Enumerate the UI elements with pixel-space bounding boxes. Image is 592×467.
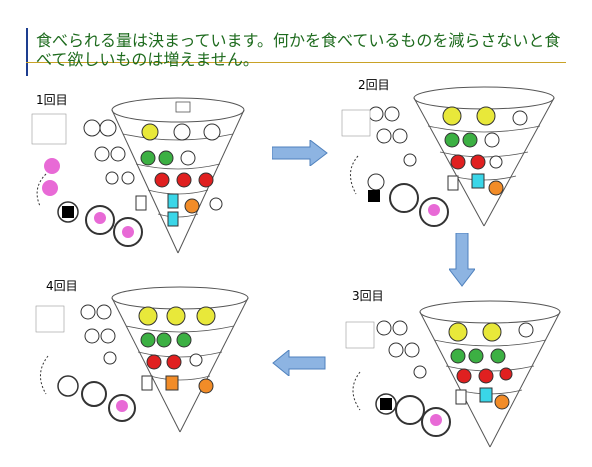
food-pyramid-diagram-4: [30, 286, 260, 436]
title-accent-bar: [26, 28, 28, 76]
slide-title: 食べられる量は決まっています。何かを食べているものを減らさないと食べて欲しいもの…: [36, 31, 561, 69]
panel-4: [30, 286, 260, 436]
panel-1-label: 1回目: [36, 93, 68, 107]
food-pyramid-diagram-2: [336, 86, 572, 232]
panel-2: [336, 86, 572, 232]
panel-4-label: 4回目: [46, 279, 78, 293]
panel-2-label: 2回目: [358, 78, 390, 92]
food-pyramid-diagram-1: [28, 88, 260, 262]
food-pyramid-diagram-3: [340, 292, 576, 452]
panel-3: [340, 292, 576, 452]
panel-1: [28, 88, 260, 262]
arrow-right: [272, 140, 328, 166]
arrow-left: [272, 350, 326, 376]
title-underline: [26, 62, 566, 63]
panel-3-label: 3回目: [352, 289, 384, 303]
arrow-down: [449, 233, 475, 287]
